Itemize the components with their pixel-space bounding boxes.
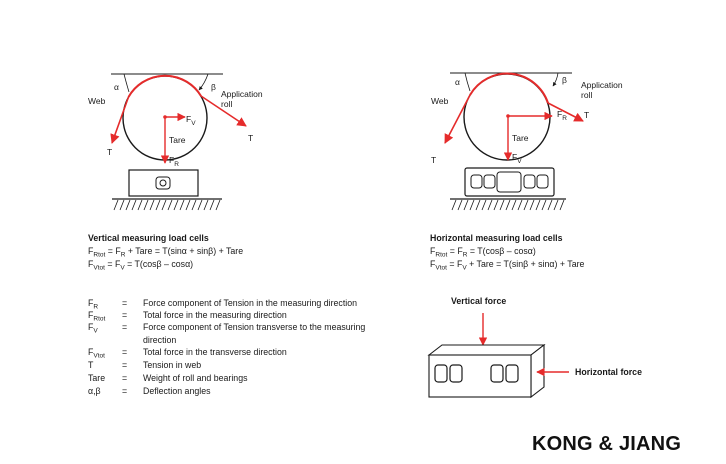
horizontal-eq-fvtot: FVtot = FV + Tare = T(sinβ + sinα) + Tar… [430, 259, 585, 272]
t-left-label: T [107, 147, 112, 157]
horizontal-eq-frtot: FRtot = FR = T(cosβ – cosα) [430, 246, 536, 259]
web-tension-right-arrow [547, 102, 584, 122]
load-cell-slot [523, 174, 536, 189]
web-tension-right-arrow [200, 95, 247, 127]
alpha-label: α [114, 82, 119, 92]
legend-row: Tare = Weight of roll and bearings [88, 373, 248, 383]
t-right-label: T [248, 133, 253, 143]
vertical-heading: Vertical measuring load cells [88, 233, 209, 243]
load-cell-slot [536, 174, 549, 189]
web-label: Web [431, 96, 449, 106]
legend-description: Force component of Tension transverse to… [143, 322, 365, 332]
web-tension-left-arrow [110, 96, 130, 144]
vertical-formulas: Vertical measuring load cells FRtot = FR… [88, 233, 243, 272]
box-slot [449, 364, 463, 383]
roll-label: roll [221, 99, 232, 109]
load-cell-force-box: Vertical force Horizontal force [427, 296, 642, 399]
tare-label: Tare [169, 135, 186, 145]
alpha-arc [464, 72, 471, 92]
legend-symbol: α,β [88, 386, 101, 396]
application-label: Application [221, 89, 263, 99]
legend-equals: = [122, 310, 127, 320]
legend-equals: = [122, 322, 127, 332]
box-slot [490, 364, 504, 383]
legend-description: Total force in the measuring direction [143, 310, 287, 320]
box-slot [434, 364, 448, 383]
legend-symbol: Tare [88, 373, 105, 383]
vertical-eq-frtot: FRtot = FR + Tare = T(sinα + sinβ) + Tar… [88, 246, 243, 259]
legend-symbol: FVtot [88, 347, 105, 360]
alpha-arc [123, 73, 130, 93]
legend-symbol: T [88, 360, 94, 370]
fr-label: FR [169, 155, 179, 168]
load-cell-slot [483, 174, 496, 189]
horizontal-load-cell-diagram: α β Web Application roll FR T Tare FV T [431, 72, 623, 211]
web-wrap [469, 72, 549, 104]
fv-label: FV [186, 114, 196, 127]
web-tension-left-arrow [444, 94, 471, 144]
tare-label: Tare [512, 133, 529, 143]
beta-label: β [211, 82, 216, 92]
legend-equals: = [122, 298, 127, 308]
fr-label: FR [557, 109, 567, 122]
legend-row: T = Tension in web [88, 360, 201, 370]
web-wrap [127, 74, 202, 98]
load-cell-slot [470, 174, 483, 189]
brand-logo-text: KONG & JIANG [532, 433, 682, 455]
ground-hatch [451, 199, 565, 211]
alpha-label: α [455, 77, 460, 87]
legend-row: α,β = Deflection angles [88, 386, 211, 396]
t-right-label: T [584, 110, 589, 120]
beta-arc [552, 72, 559, 87]
legend-equals: = [122, 360, 127, 370]
vertical-load-cell-diagram: α β Web Application roll FV Tare FR T T [88, 73, 263, 211]
beta-arc [198, 73, 209, 91]
legend-row: FRtot = Total force in the measuring dir… [88, 310, 287, 323]
legend-description: Total force in the transverse direction [143, 347, 287, 357]
legend-row: FVtot = Total force in the transverse di… [88, 347, 287, 360]
t-left-label: T [431, 155, 436, 165]
load-cell-hole [159, 179, 167, 187]
legend-description: Tension in web [143, 360, 201, 370]
legend-description: Deflection angles [143, 386, 211, 396]
vertical-force-label: Vertical force [451, 296, 506, 306]
legend-symbol: FV [88, 322, 98, 335]
legend-equals: = [122, 347, 127, 357]
roll-label: roll [581, 90, 592, 100]
legend-symbol: FRtot [88, 310, 105, 323]
fv-label: FV [512, 152, 522, 165]
legend-row: direction [143, 335, 176, 345]
box-slot [505, 364, 519, 383]
legend-description: Weight of roll and bearings [143, 373, 248, 383]
vertical-eq-fvtot: FVtot = FV = T(cosβ – cosα) [88, 259, 193, 272]
horizontal-force-label: Horizontal force [575, 367, 642, 377]
legend-description: Force component of Tension in the measur… [143, 298, 357, 308]
horizontal-heading: Horizontal measuring load cells [430, 233, 563, 243]
legend-equals: = [122, 386, 127, 396]
legend-row: FR = Force component of Tension in the m… [88, 298, 357, 311]
legend-equals: = [122, 373, 127, 383]
ground-hatch [113, 199, 221, 211]
legend-row: FV = Force component of Tension transver… [88, 322, 365, 335]
horizontal-formulas: Horizontal measuring load cells FRtot = … [430, 233, 585, 272]
load-cell-center [496, 171, 522, 193]
web-label: Web [88, 96, 106, 106]
legend-symbol: FR [88, 298, 98, 311]
application-label: Application [581, 80, 623, 90]
box-top-face [427, 344, 546, 356]
beta-label: β [562, 75, 567, 85]
symbol-legend: FR = Force component of Tension in the m… [88, 298, 365, 396]
legend-description: direction [143, 335, 176, 345]
